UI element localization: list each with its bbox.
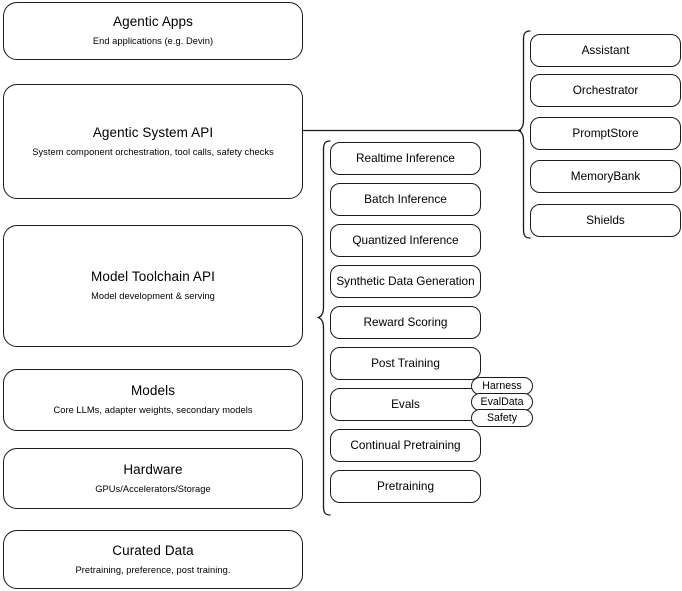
layer-subtitle: Pretraining, preference, post training. bbox=[75, 564, 231, 575]
layer-subtitle: System component orchestration, tool cal… bbox=[32, 146, 274, 157]
toolchain-box-realtime-inference[interactable]: Realtime Inference bbox=[330, 142, 481, 175]
layer-box-curated-data[interactable]: Curated Data Pretraining, preference, po… bbox=[3, 530, 303, 589]
eval-badge-safety[interactable]: Safety bbox=[471, 409, 533, 427]
layer-box-models[interactable]: Models Core LLMs, adapter weights, secon… bbox=[3, 369, 303, 431]
layer-box-model-toolchain-api[interactable]: Model Toolchain API Model development & … bbox=[3, 225, 303, 347]
layer-title: Models bbox=[130, 383, 176, 399]
layer-subtitle: GPUs/Accelerators/Storage bbox=[95, 483, 211, 494]
layer-title: Hardware bbox=[123, 461, 183, 477]
toolchain-box-post-training[interactable]: Post Training bbox=[330, 347, 481, 380]
brace-toolchain-components bbox=[317, 140, 331, 516]
layer-subtitle: End applications (e.g. Devin) bbox=[92, 36, 214, 47]
system-box-shields[interactable]: Shields bbox=[530, 204, 681, 237]
system-box-promptstore[interactable]: PromptStore bbox=[530, 117, 681, 150]
brace-system-components bbox=[517, 30, 531, 239]
toolchain-box-continual-pretraining[interactable]: Continual Pretraining bbox=[330, 429, 481, 462]
toolchain-box-batch-inference[interactable]: Batch Inference bbox=[330, 183, 481, 216]
system-box-orchestrator[interactable]: Orchestrator bbox=[530, 74, 681, 107]
layer-title: Agentic Apps bbox=[112, 14, 193, 30]
toolchain-box-pretraining[interactable]: Pretraining bbox=[330, 470, 481, 503]
layer-title: Model Toolchain API bbox=[91, 269, 215, 285]
toolchain-box-quantized-inference[interactable]: Quantized Inference bbox=[330, 224, 481, 257]
layer-box-agentic-apps[interactable]: Agentic Apps End applications (e.g. Devi… bbox=[3, 2, 303, 60]
layer-title: Agentic System API bbox=[92, 124, 214, 140]
layer-subtitle: Core LLMs, adapter weights, secondary mo… bbox=[53, 405, 253, 416]
toolchain-box-reward-scoring[interactable]: Reward Scoring bbox=[330, 306, 481, 339]
layer-title: Curated Data bbox=[112, 542, 194, 558]
layer-box-agentic-system-api[interactable]: Agentic System API System component orch… bbox=[3, 84, 303, 199]
system-box-memorybank[interactable]: MemoryBank bbox=[530, 160, 681, 193]
system-box-assistant[interactable]: Assistant bbox=[530, 34, 681, 67]
toolchain-box-synthetic-data-generation[interactable]: Synthetic Data Generation bbox=[330, 265, 481, 298]
toolchain-box-evals[interactable]: Evals bbox=[330, 388, 481, 421]
layer-box-hardware[interactable]: Hardware GPUs/Accelerators/Storage bbox=[3, 448, 303, 509]
layer-subtitle: Model development & serving bbox=[91, 291, 215, 302]
